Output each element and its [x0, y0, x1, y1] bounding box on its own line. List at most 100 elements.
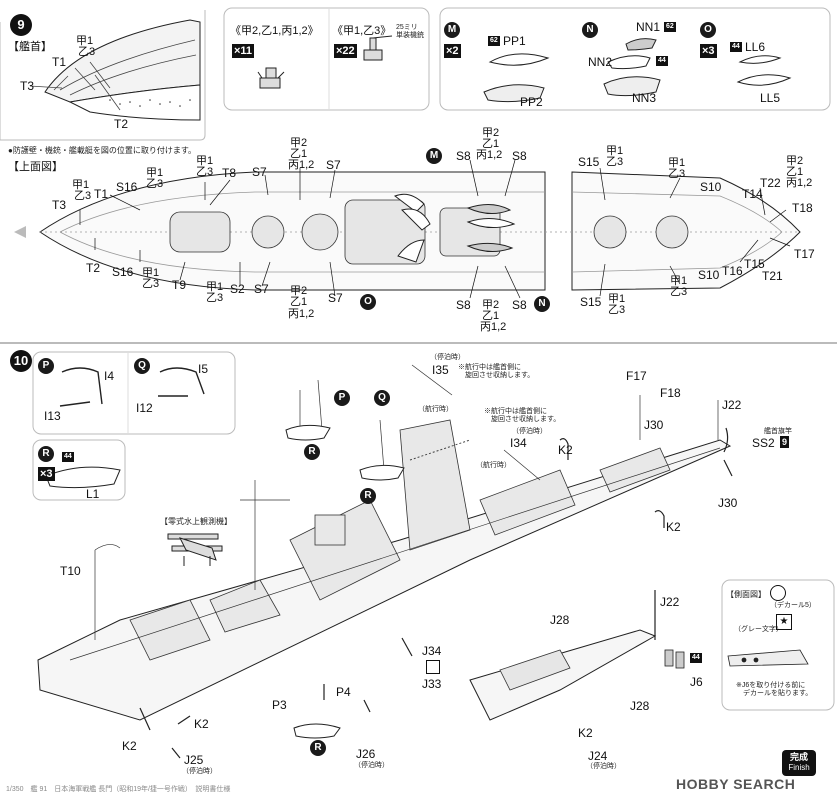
label-p4: P4 [336, 685, 351, 699]
label-f18: F18 [660, 386, 681, 400]
group-n-badge: N [582, 22, 598, 38]
tv-ko1-b: 甲1 [146, 167, 164, 179]
tv-S8-b: S8 [512, 149, 527, 163]
j6-decal: 44 [690, 653, 702, 663]
tv-ko1-g: 甲1 [608, 293, 626, 305]
ss2-note: 艦首旗竿 [764, 428, 792, 435]
decal5-marker-icon [770, 585, 786, 601]
tv-ko2-c: 甲2 [786, 155, 804, 167]
label-k2-e: K2 [578, 726, 593, 740]
tv-otsu3-b: 乙3 [146, 178, 164, 190]
label-j33: J33 [422, 677, 442, 691]
label-pp2: PP2 [520, 95, 543, 109]
tv-ko1-d: 甲1 [606, 145, 624, 157]
main-badge-p: P [334, 390, 350, 406]
tv-T21: T21 [762, 269, 783, 283]
j26-note: （停泊時） [354, 762, 389, 769]
tv-badge-O: O [360, 294, 376, 310]
tv-ko1-a: 甲1 [72, 179, 90, 191]
tv-T22: T22 [760, 176, 781, 190]
bow-label-ko1: 甲1 [76, 35, 94, 47]
tv-otsu3-c: 乙3 [196, 166, 214, 178]
tv-hei12-d: 丙1,2 [288, 308, 315, 320]
i34-mooring-note: （停泊時） [512, 428, 547, 435]
label-k2-d: K2 [122, 739, 137, 753]
label-j34: J34 [422, 644, 442, 658]
tv-badge-M: M [426, 148, 442, 164]
tv-S2: S2 [230, 282, 245, 296]
bow-section-title: 【艦首】 [8, 41, 52, 53]
finish-badge: 完成 Finish [782, 750, 816, 776]
star-marker-icon: ★ [776, 614, 792, 630]
label-f17: F17 [626, 369, 647, 383]
i35-mooring-note: （停泊時） [430, 354, 465, 361]
group-o-decal: 44 [730, 42, 742, 52]
label-nn2: NN2 [588, 55, 613, 69]
label-pp1: PP1 [503, 34, 526, 48]
tv-otsu3-h: 乙3 [142, 278, 160, 290]
tv-ko2-a: 甲2 [290, 137, 308, 149]
tv-otsu1-c: 乙1 [786, 166, 804, 178]
group-r-badge: R [38, 446, 54, 462]
subpanel-2-title: 《甲1,乙3》 [332, 25, 392, 37]
tv-T3: T3 [52, 198, 67, 212]
tv-otsu1-a: 乙1 [290, 148, 308, 160]
label-p3: P3 [272, 698, 287, 712]
instruction-text: ●防護壁・機銃・艦載艇を図の位置に取り付けます。 [8, 146, 197, 155]
group-m-decal: 62 [488, 36, 500, 46]
label-nn1: NN1 [636, 20, 661, 34]
group-n-decal-2: 44 [656, 56, 668, 66]
tv-S15-top: S15 [578, 155, 600, 169]
subpanel-1-mult: ×11 [232, 44, 255, 58]
footer-fine-print: 1/350 艦 91 日本海軍戦艦 長門（昭和19年/捷一号作戦） 説明書仕様 [6, 786, 231, 793]
tv-S16-top: S16 [116, 180, 138, 194]
label-t10: T10 [60, 564, 81, 578]
j6-note: ※J6を取り付ける前に デカールを貼ります。 [736, 682, 813, 697]
label-i34: I34 [510, 436, 527, 450]
label-j26: J26 [356, 747, 376, 761]
main-badge-r1: R [304, 444, 320, 460]
tv-otsu1-d: 乙1 [290, 296, 308, 308]
j24-note: （停泊時） [586, 763, 621, 770]
tv-ko1-i: 甲1 [206, 281, 224, 293]
label-j25: J25 [184, 753, 204, 767]
tv-hei12-c: 丙1,2 [786, 177, 813, 189]
tv-S7-c: S7 [254, 282, 269, 296]
gray-text-note: （グレー文字） [734, 626, 783, 633]
label-i35: I35 [432, 363, 449, 377]
label-j30b: J30 [718, 496, 738, 510]
step-9-badge: 9 [10, 14, 32, 36]
group-r-decal: 44 [62, 452, 74, 462]
tv-S8-c: S8 [456, 298, 471, 312]
tv-T8: T8 [222, 166, 237, 180]
subpanel-1-title: 《甲2,乙1,丙1,2》 [230, 25, 319, 37]
label-i13: I13 [44, 409, 61, 423]
j33-marker-icon [426, 660, 440, 674]
tv-S7-b: S7 [326, 158, 341, 172]
tv-T18: T18 [792, 201, 813, 215]
group-r-mult: ×3 [38, 467, 55, 481]
seaplane-label: 【零式水上観測機】 [160, 517, 232, 526]
label-j24: J24 [588, 749, 608, 763]
bow-label-t3: T3 [20, 79, 35, 93]
underway-tag-2: （航行時） [476, 462, 511, 469]
tv-S7-a: S7 [252, 165, 267, 179]
group-n-decal-1: 62 [664, 22, 676, 32]
tv-otsu3-d: 乙3 [606, 156, 624, 168]
tv-ko1-e: 甲1 [668, 157, 686, 169]
label-ll5: LL5 [760, 91, 781, 105]
j25-note: （停泊時） [182, 768, 217, 775]
side-view-title: 【側面図】 [726, 590, 766, 599]
group-q-badge: Q [134, 358, 150, 374]
watermark: HOBBY SEARCH [676, 776, 796, 792]
subpanel-2-mult: ×22 [334, 44, 357, 58]
finish-en: Finish [788, 763, 810, 772]
tv-ko1-h: 甲1 [142, 267, 160, 279]
tv-ko2-e: 甲2 [482, 299, 500, 311]
tv-otsu3-f: 乙3 [670, 286, 688, 298]
tv-S10-top: S10 [700, 180, 722, 194]
label-ll6: LL6 [745, 40, 766, 54]
underway-note-2: ※航行中は艦首側に 旋回させ収納します。 [484, 408, 561, 423]
tv-T2: T2 [86, 261, 101, 275]
tv-otsu3-g: 乙3 [608, 304, 626, 316]
